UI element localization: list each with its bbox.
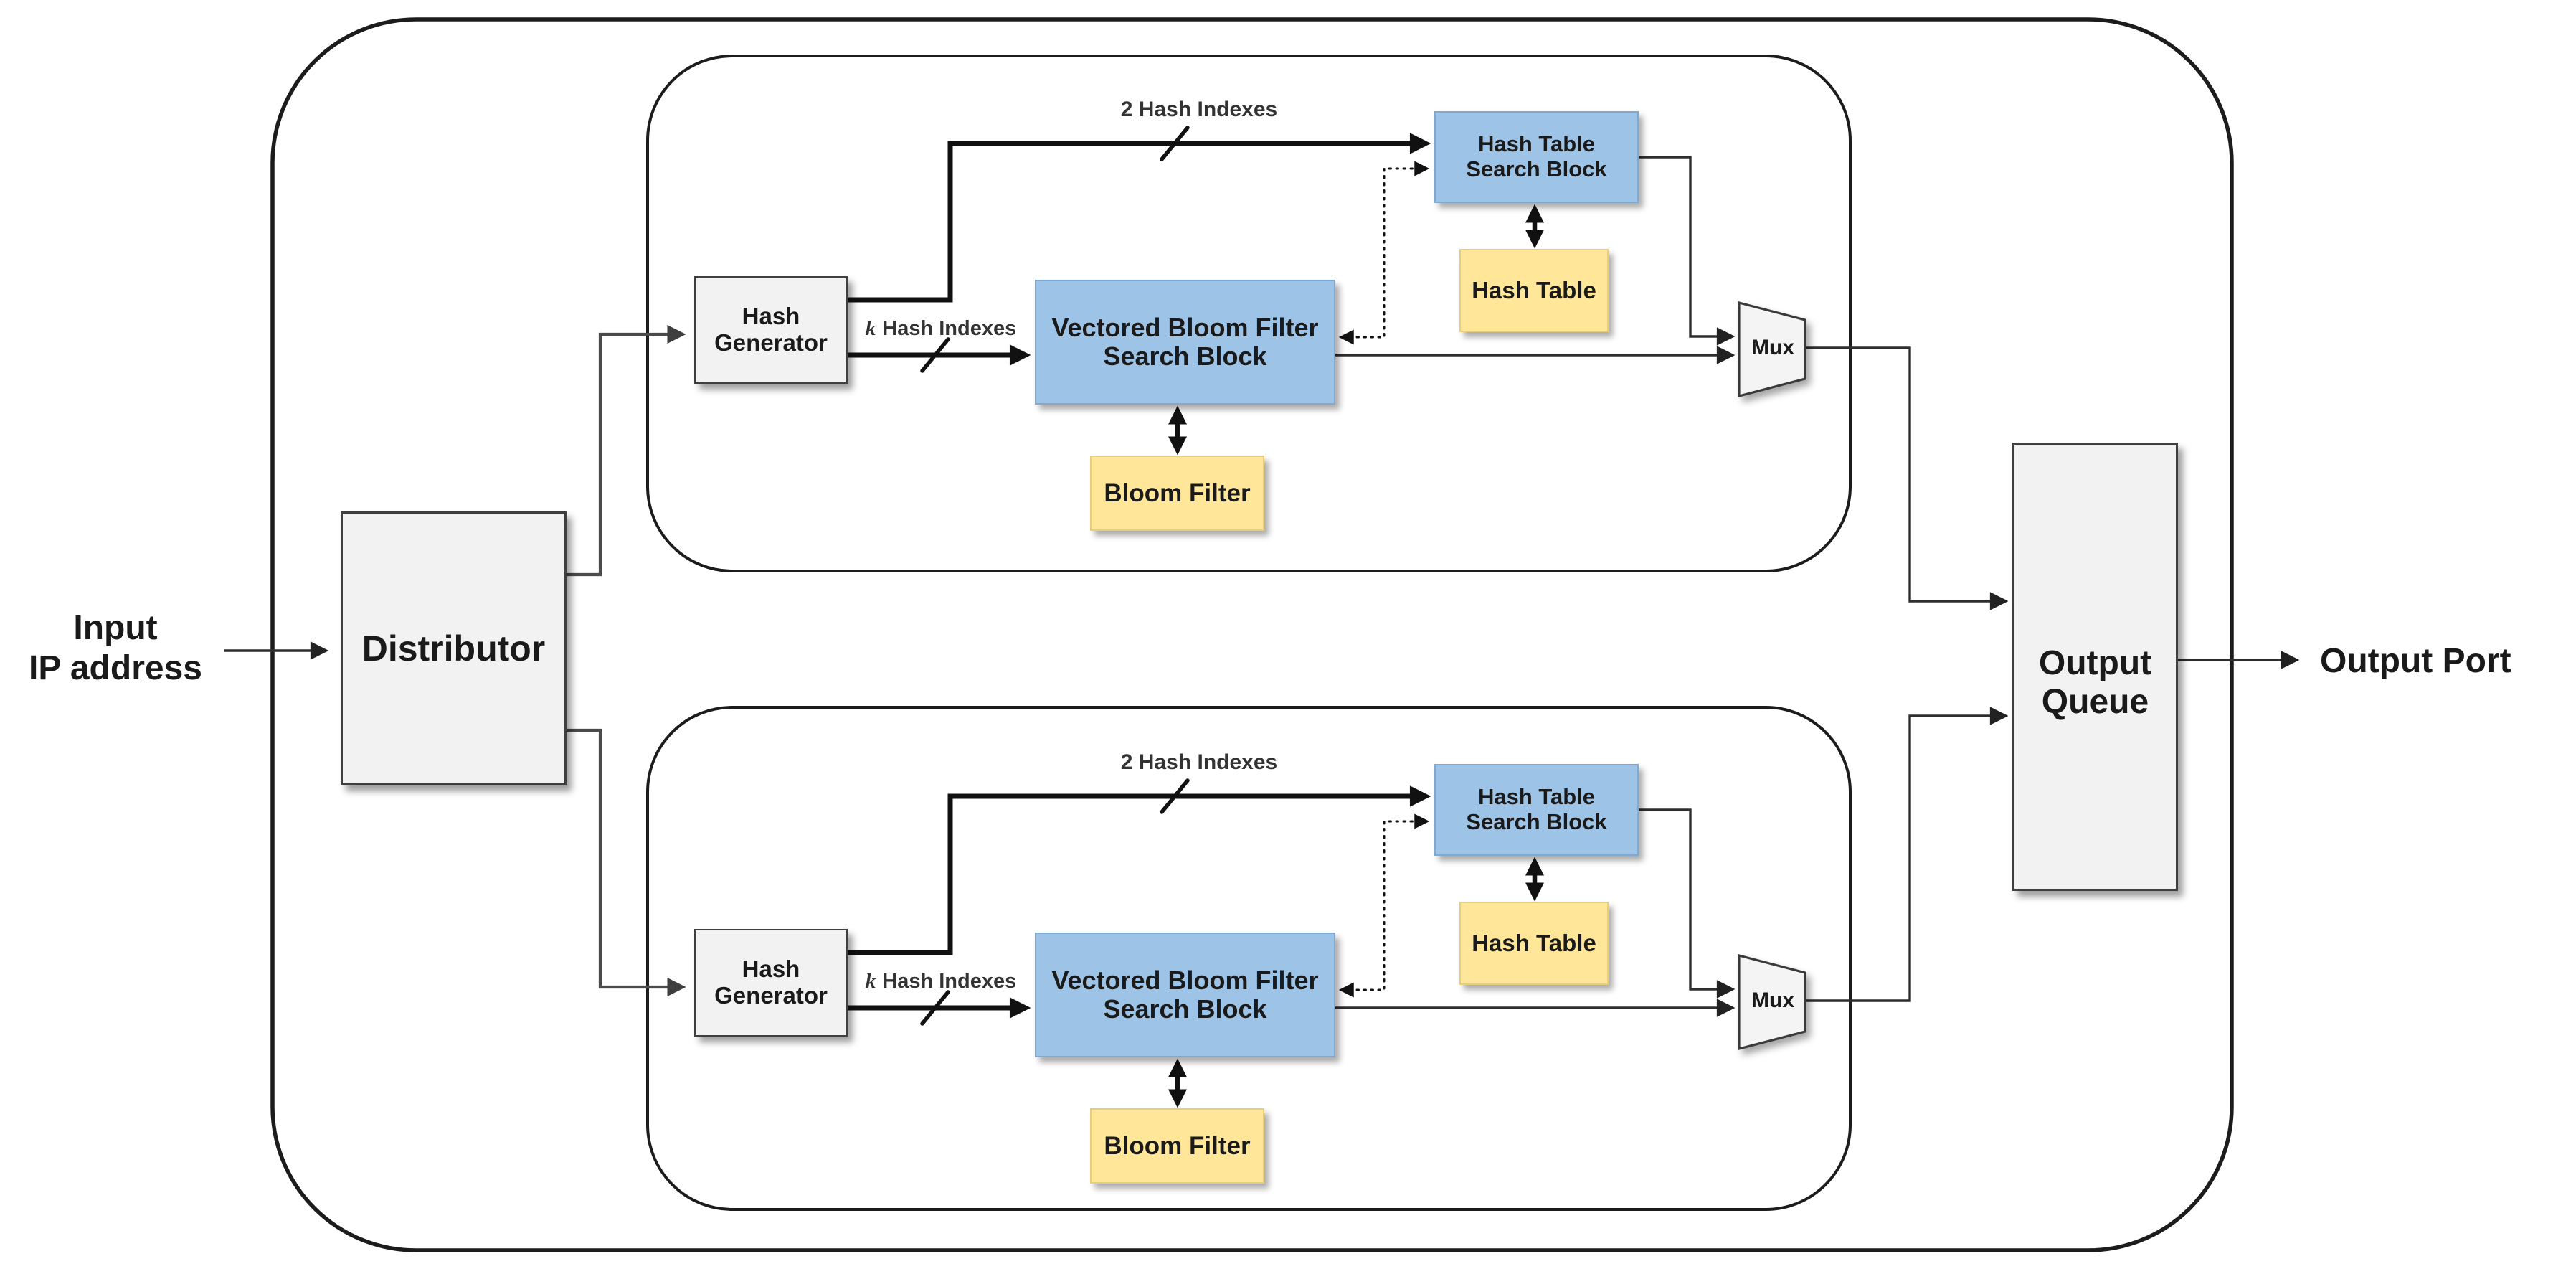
bus-slash-k-top xyxy=(920,337,950,373)
hash-table-search-block-bottom: Hash Table Search Block xyxy=(1434,764,1639,856)
bus-slash-2-top xyxy=(1160,126,1190,161)
mux-shape-bottom xyxy=(1738,953,1806,1051)
bus-k-hash-indexes-label-bottom: k Hash Indexes xyxy=(833,970,1048,994)
pipeline-container-bottom xyxy=(646,706,1852,1211)
output-queue-block: Output Queue xyxy=(2012,443,2178,891)
bloom-filter-label: Bloom Filter xyxy=(1104,1131,1251,1160)
hash-table-search-block-top: Hash Table Search Block xyxy=(1434,111,1639,203)
htsb-line1: Hash Table xyxy=(1477,784,1596,810)
input-ip-address-label: Input IP address xyxy=(7,608,224,688)
k-label-rest: Hash Indexes xyxy=(882,970,1017,993)
bus-2-hash-indexes-top xyxy=(848,133,1431,303)
output-queue-line2: Queue xyxy=(2041,682,2149,721)
htsb-line2: Search Block xyxy=(1466,156,1607,181)
distributor-to-top-hash-generator xyxy=(567,324,686,577)
vbf-line1: Vectored Bloom Filter xyxy=(1051,312,1319,342)
hash-table-block-bottom: Hash Table xyxy=(1459,902,1609,985)
dotted-link-vbf-htsb-bottom xyxy=(1338,813,1430,998)
bloom-filter-block-bottom: Bloom Filter xyxy=(1090,1108,1264,1184)
bus-2-hash-indexes-bottom xyxy=(848,785,1431,955)
vbf-search-block-top: Vectored Bloom Filter Search Block xyxy=(1035,280,1335,405)
distributor-label: Distributor xyxy=(361,628,546,669)
bus-slash-2-bottom xyxy=(1160,778,1190,814)
htsb-line1: Hash Table xyxy=(1477,131,1596,157)
mux-shape-top xyxy=(1738,301,1806,398)
k-symbol: k xyxy=(865,317,876,340)
distributor-block: Distributor xyxy=(341,511,567,785)
input-label-line1: Input xyxy=(73,609,158,647)
hash-generator-line2: Generator xyxy=(714,329,828,356)
htsb-to-mux-top xyxy=(1639,156,1736,346)
bus-2-hash-indexes-label-bottom: 2 Hash Indexes xyxy=(1120,750,1278,774)
vbf-line2: Search Block xyxy=(1103,341,1267,371)
hash-table-label: Hash Table xyxy=(1472,929,1596,956)
mux-label-bottom: Mux xyxy=(1751,988,1794,1012)
hash-generator-line1: Hash xyxy=(742,303,800,330)
dotted-link-vbf-htsb-top xyxy=(1338,161,1430,345)
pipeline-container-top xyxy=(646,55,1852,572)
output-queue-line1: Output xyxy=(2038,643,2152,682)
bus-k-hash-indexes-label-top: k Hash Indexes xyxy=(833,317,1048,341)
htsb-to-mux-bottom xyxy=(1639,808,1736,999)
outer-system-boundary xyxy=(270,17,2234,1252)
hash-table-block-top: Hash Table xyxy=(1459,249,1609,332)
k-symbol: k xyxy=(865,970,876,993)
mux-to-output-queue-bottom xyxy=(1805,707,2009,1002)
bus-slash-k-bottom xyxy=(920,990,950,1026)
hash-generator-block-top: Hash Generator xyxy=(694,276,848,384)
hash-generator-line2: Generator xyxy=(714,982,828,1009)
mux-to-output-queue-top xyxy=(1805,346,2009,610)
htsb-line2: Search Block xyxy=(1466,809,1607,834)
hash-generator-block-bottom: Hash Generator xyxy=(694,929,848,1037)
k-label-rest: Hash Indexes xyxy=(882,317,1017,340)
hash-generator-line1: Hash xyxy=(742,955,800,983)
hash-table-label: Hash Table xyxy=(1472,276,1596,303)
vbf-line2: Search Block xyxy=(1103,994,1267,1024)
bus-2-hash-indexes-label-top: 2 Hash Indexes xyxy=(1120,98,1278,121)
vbf-search-block-bottom: Vectored Bloom Filter Search Block xyxy=(1035,933,1335,1057)
input-label-line2: IP address xyxy=(29,648,202,687)
vbf-line1: Vectored Bloom Filter xyxy=(1051,965,1319,995)
output-port-label: Output Port xyxy=(2320,642,2511,680)
bloom-filter-block-top: Bloom Filter xyxy=(1090,456,1264,531)
bloom-filter-label: Bloom Filter xyxy=(1104,478,1251,507)
distributor-to-bottom-hash-generator xyxy=(567,728,686,997)
mux-label-top: Mux xyxy=(1751,336,1794,359)
